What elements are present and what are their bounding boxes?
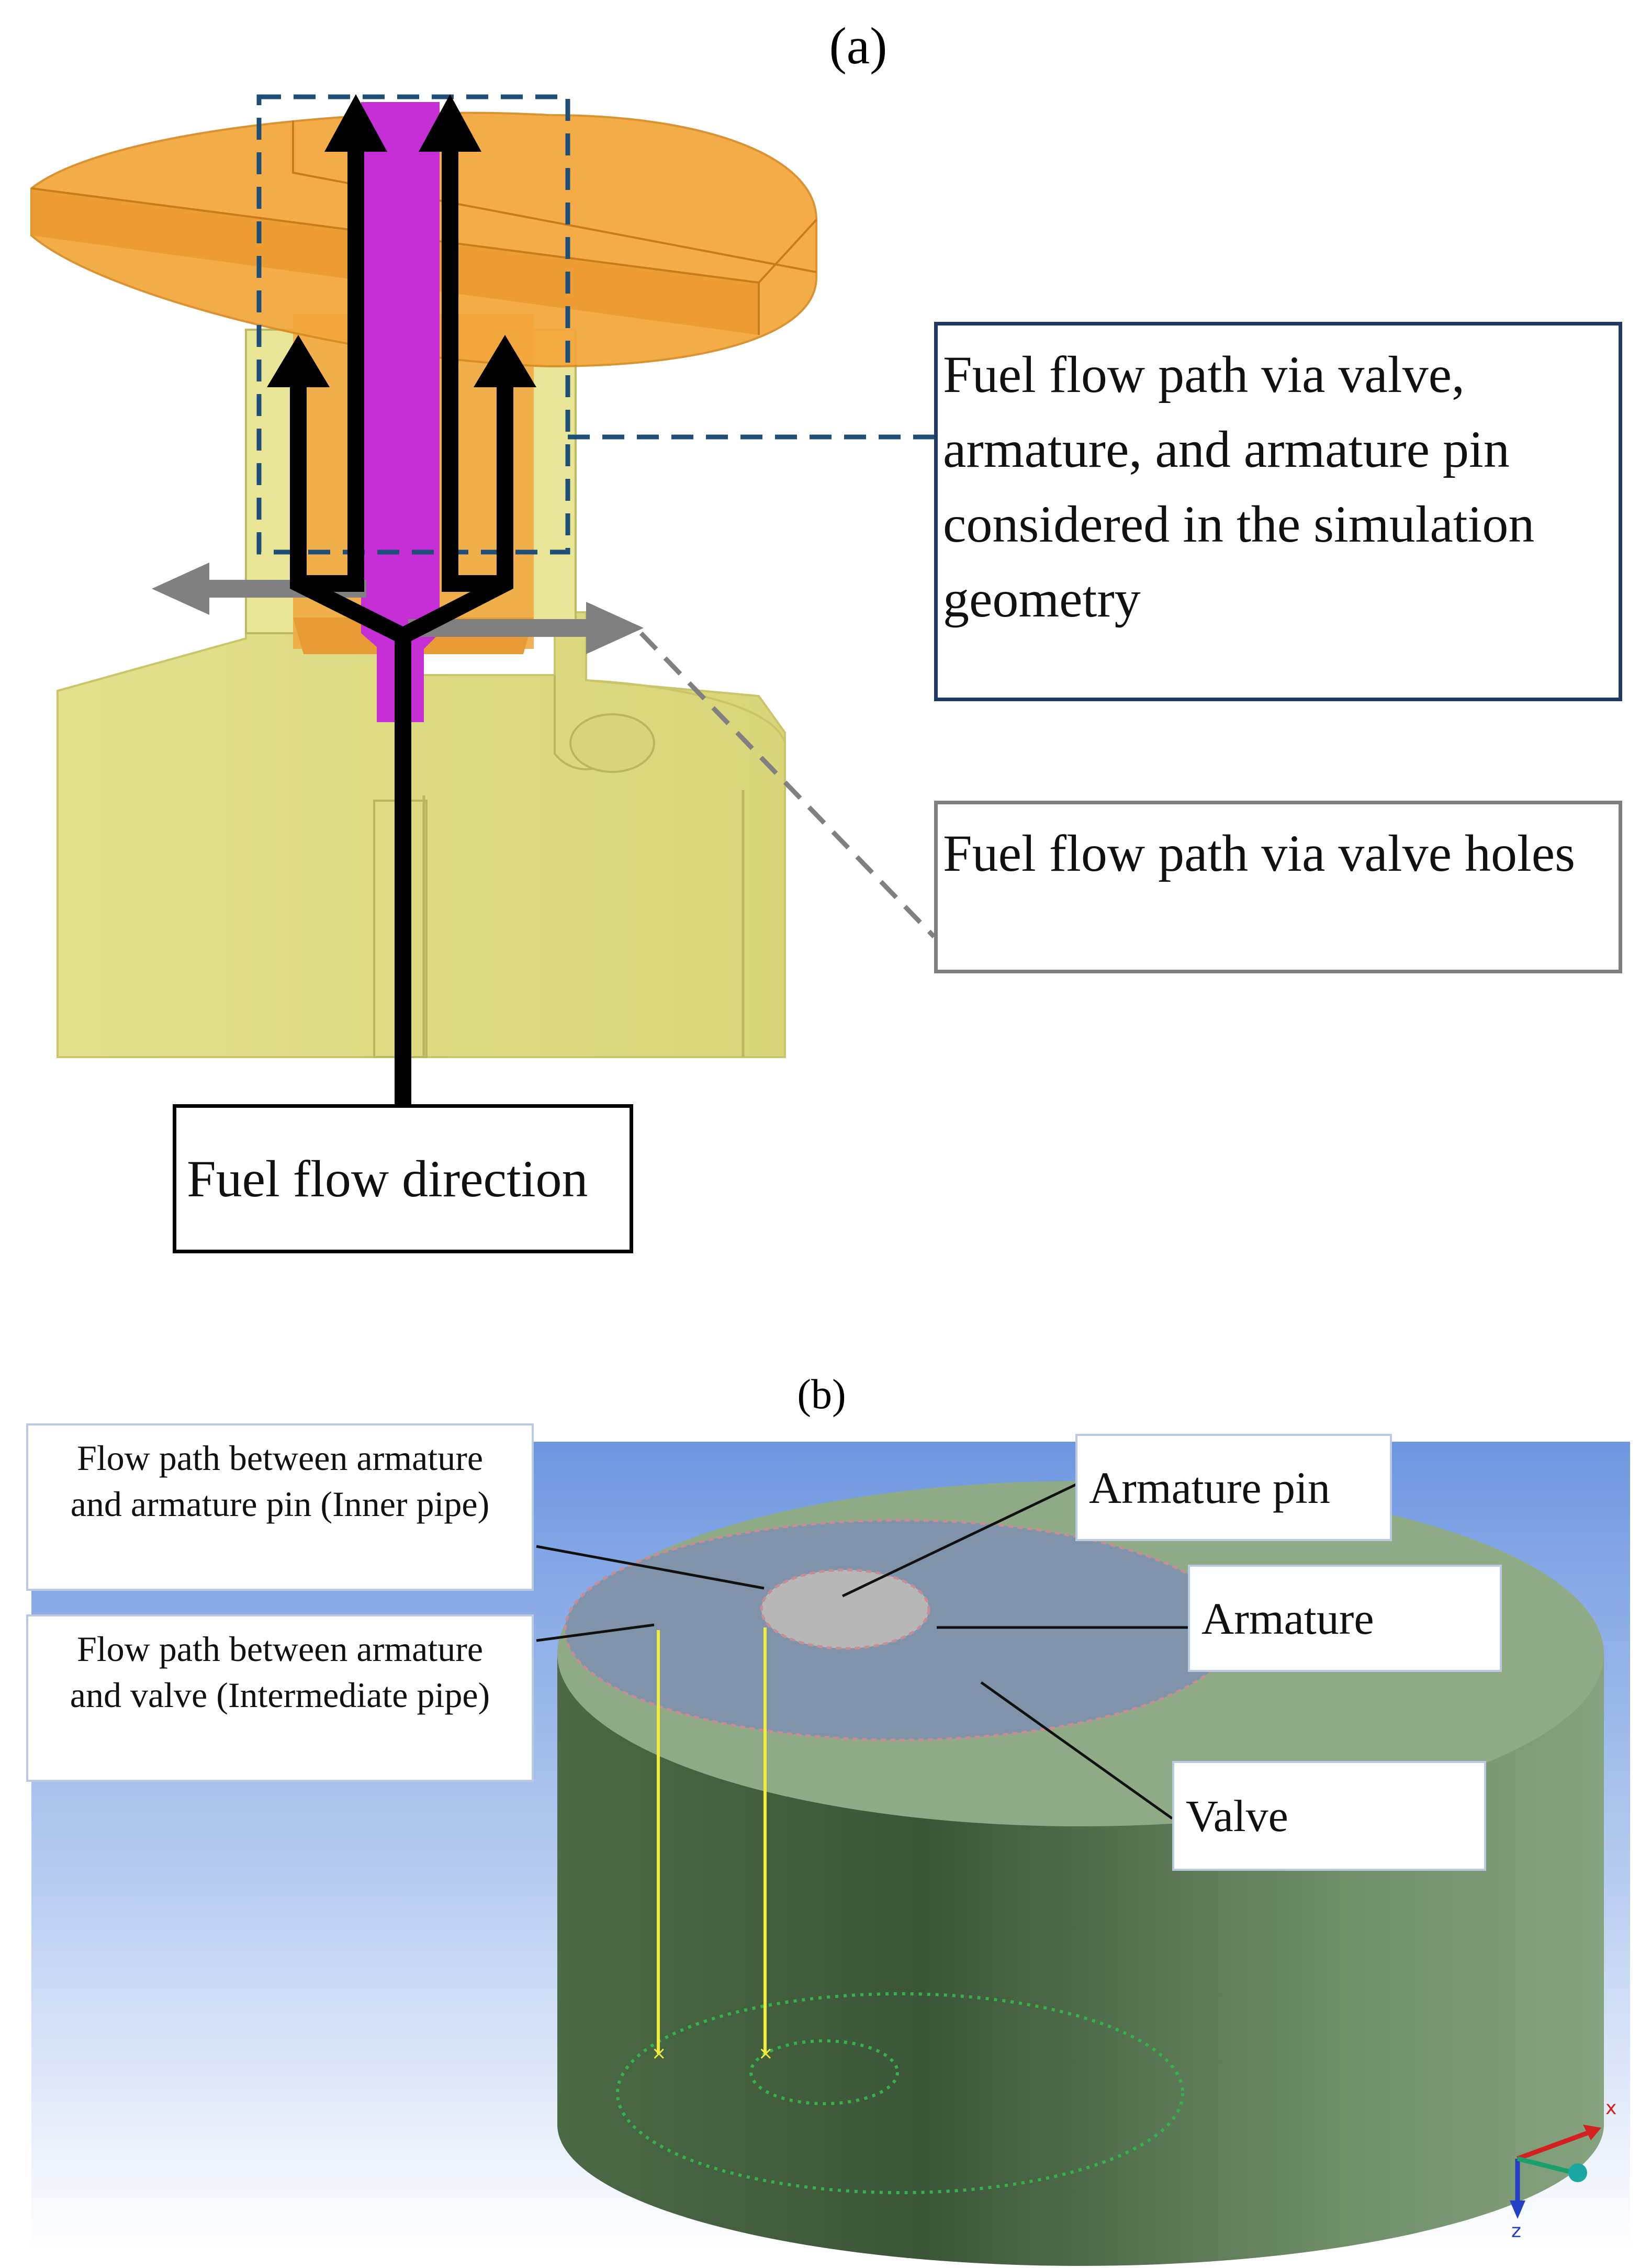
simulation-flow-path-label: Fuel flow path via valve, armature, and … (934, 322, 1622, 701)
valve-label: Valve (1172, 1761, 1486, 1871)
panel-a-drawing (30, 94, 936, 1104)
inner-pipe-label: Flow path between armature and armature … (26, 1423, 534, 1591)
axis-z-label: z (1511, 2220, 1521, 2242)
fuel-flow-direction-label: Fuel flow direction (173, 1104, 633, 1253)
leader-lines (536, 1482, 1188, 1820)
armature-label: Armature (1188, 1565, 1502, 1672)
coordinate-triad: x z (1510, 2097, 1616, 2242)
panel-a-caption: (a) (829, 17, 888, 75)
svg-text:×: × (758, 2043, 773, 2064)
valve-body (57, 611, 786, 1058)
valve-holes-flow-path-label: Fuel flow path via valve holes (934, 801, 1622, 973)
fuel-flow-arrows (267, 94, 536, 1104)
armature-pin-label: Armature pin (1075, 1434, 1392, 1541)
svg-text:×: × (652, 2043, 667, 2064)
intermediate-pipe-label: Flow path between armature and valve (In… (26, 1614, 534, 1782)
armature-pin-face (760, 1568, 930, 1650)
panel-b-caption: (b) (797, 1372, 846, 1418)
axis-x-label: x (1605, 2097, 1616, 2119)
simulation-region-dashed-box (256, 94, 570, 555)
